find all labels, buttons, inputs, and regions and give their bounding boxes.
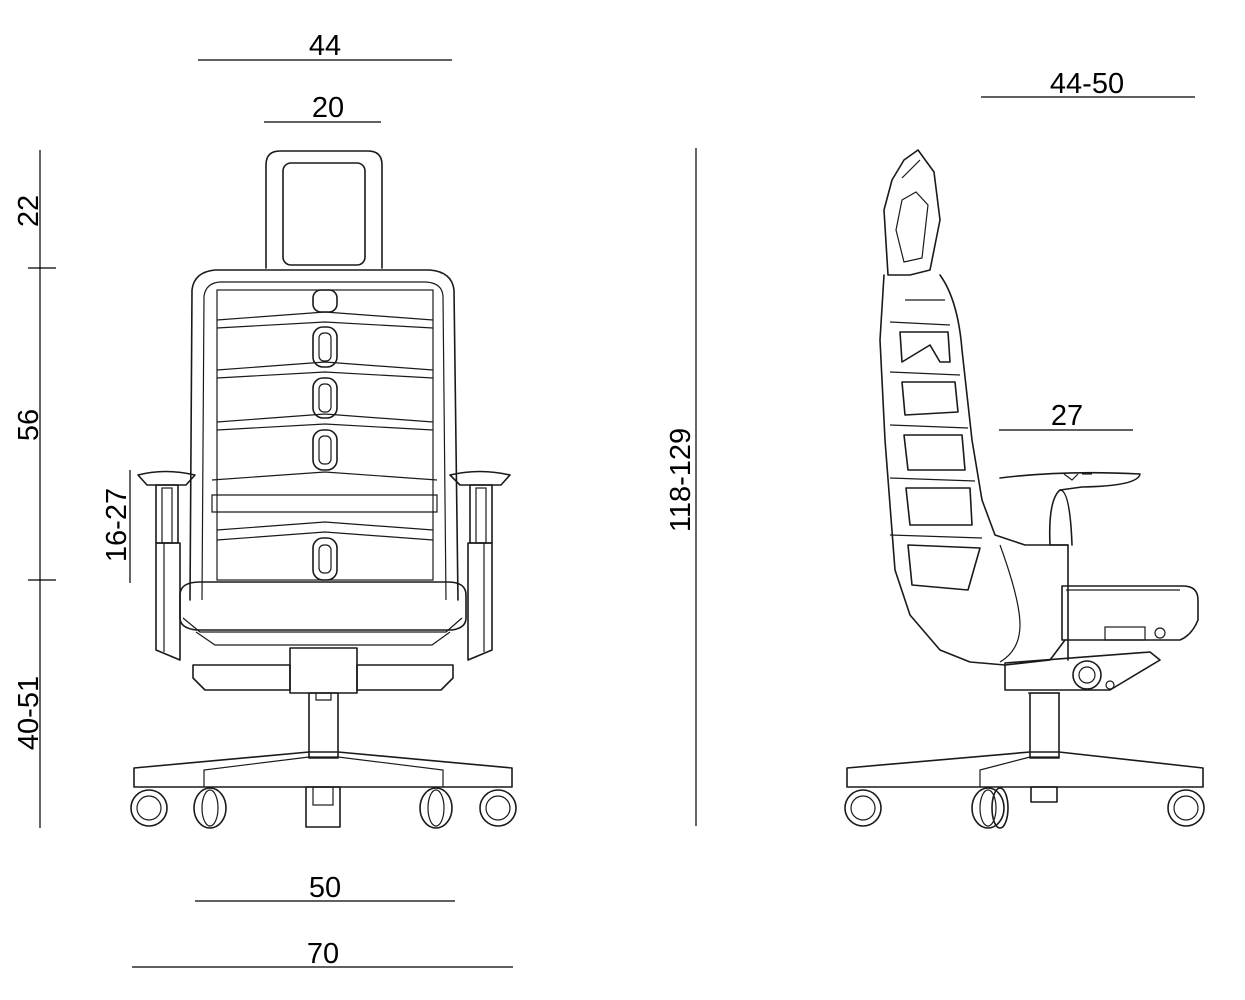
side-backrest — [879, 274, 1069, 666]
label-seat-width: 50 — [309, 872, 341, 904]
label-headrest-height: 22 — [13, 195, 45, 227]
side-gas-column — [1028, 692, 1060, 759]
front-left-armrest — [137, 470, 196, 661]
front-base — [133, 751, 513, 828]
front-seat — [179, 581, 467, 694]
label-base-width: 70 — [307, 938, 339, 970]
side-seat — [1004, 585, 1199, 691]
label-front-headrest-inner-width: 20 — [312, 92, 344, 124]
front-backrest — [189, 269, 459, 601]
front-casters — [130, 787, 517, 829]
side-armrest — [999, 471, 1141, 546]
side-view — [844, 149, 1205, 829]
label-total-height: 118-129 — [665, 428, 697, 532]
front-right-armrest — [449, 470, 511, 661]
side-headrest — [883, 149, 941, 276]
dimension-lines — [28, 59, 1195, 968]
label-side-depth: 44-50 — [1050, 68, 1124, 100]
label-armrest-length: 27 — [1051, 400, 1083, 432]
label-front-headrest-outer-width: 44 — [309, 30, 341, 62]
front-gas-column — [308, 692, 339, 759]
label-armrest-height: 16-27 — [101, 488, 133, 562]
front-headrest — [265, 150, 383, 269]
label-backrest-height: 56 — [13, 409, 45, 441]
side-casters — [844, 787, 1205, 829]
front-view — [130, 150, 517, 829]
side-base — [846, 751, 1204, 803]
dimension-labels: 44 20 50 70 44-50 27 22 56 40-51 16-27 1… — [13, 30, 1124, 970]
label-seat-height: 40-51 — [13, 676, 45, 750]
